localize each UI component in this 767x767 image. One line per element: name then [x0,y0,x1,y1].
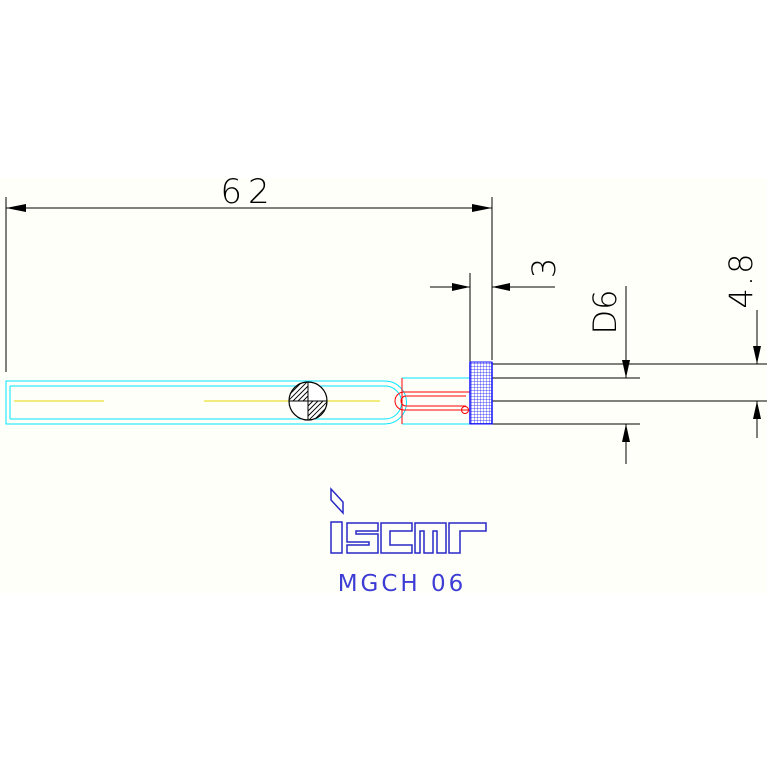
logo-c [380,522,413,554]
arrow-4-8-top [753,346,761,364]
dimension-d6-label: D6 [586,290,624,335]
arrow-left [6,204,26,212]
insert-slot [394,378,470,424]
cutting-insert [469,361,493,425]
slot-inner [400,395,466,407]
tool-shank [5,377,470,425]
slot-outline [394,391,470,411]
dimension-62-label: 62 [220,172,275,212]
logo-a [414,522,447,554]
model-label: MGCH 06 [338,571,467,597]
shank-outline [5,380,407,425]
slot-pin [461,406,469,414]
center-mark-icon [288,381,328,421]
dimension-3 [430,273,555,362]
logo-s [346,522,379,554]
logo-i [330,521,343,554]
arrow-right [472,204,492,212]
iscar-logo [330,487,487,554]
logo-i-dot [330,487,344,515]
dimension-4-8 [492,310,767,438]
dimension-4-8-label: 4.8 [722,252,760,309]
arrow-4-8-bottom [753,401,761,419]
dimension-62 [5,197,493,372]
dimension-3-label: 3 [525,258,563,278]
arrow-3-right [492,283,510,291]
logo-r [448,522,487,554]
arrow-3-left [452,283,470,291]
arrow-d6-bottom [622,424,630,442]
